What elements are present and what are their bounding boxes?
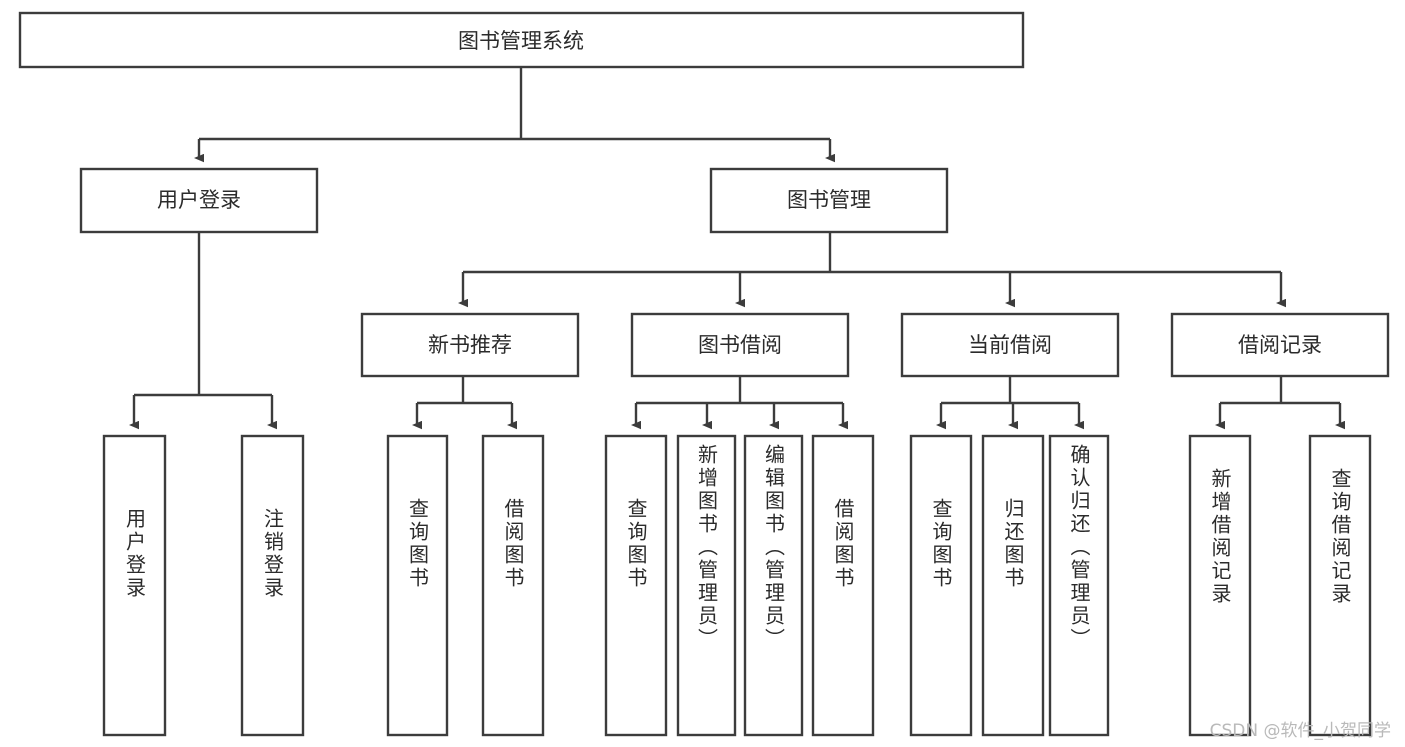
node-leaf-query-book-2-box[interactable] [604,434,668,737]
node-current-borrow[interactable]: 当前借阅 [900,312,1120,378]
node-leaf-add-record-box[interactable] [1188,434,1252,737]
node-leaf-add-book-box[interactable] [676,434,737,737]
leaf-boxes [102,434,1372,737]
node-book-manage-box[interactable] [709,167,949,234]
node-book-borrow[interactable]: 图书借阅 [630,312,850,378]
connectors-current-borrow-to-leaves [936,376,1084,430]
node-new-book-rec[interactable]: 新书推荐 [360,312,580,378]
node-root-label: 图书管理系统 [458,29,584,53]
node-borrow-record-label: 借阅记录 [1238,333,1322,357]
node-user-login-label: 用户登录 [157,188,241,212]
node-current-borrow-label: 当前借阅 [968,333,1052,357]
node-new-book-rec-label: 新书推荐 [428,333,512,357]
node-root[interactable]: 图书管理系统 [18,11,1025,69]
node-book-manage[interactable]: 图书管理 [709,167,949,234]
csdn-watermark: CSDN @软件_小贺同学 [1209,721,1391,741]
node-leaf-confirm-return-box[interactable] [1048,434,1110,737]
node-leaf-user-login-box[interactable] [102,434,167,737]
connectors-book-borrow-to-leaves [631,376,848,430]
node-leaf-return-book-box[interactable] [981,434,1045,737]
node-leaf-edit-book-box[interactable] [743,434,804,737]
connectors-borrow-record-to-leaves [1215,376,1345,430]
node-leaf-borrow-book-2-box[interactable] [811,434,875,737]
node-book-borrow-box[interactable] [630,312,850,378]
node-leaf-user-logout-box[interactable] [240,434,305,737]
node-borrow-record-box[interactable] [1170,312,1390,378]
node-new-book-rec-box[interactable] [360,312,580,378]
node-leaf-query-book-3-box[interactable] [909,434,973,737]
node-borrow-record[interactable]: 借阅记录 [1170,312,1390,378]
node-book-manage-label: 图书管理 [787,188,871,212]
node-leaf-borrow-book-1-box[interactable] [481,434,545,737]
connectors-user-login-to-leaves [129,232,277,430]
connectors-book-manage-to-level2 [458,232,1286,308]
node-root-box[interactable] [18,11,1025,69]
node-book-borrow-label: 图书借阅 [698,333,782,357]
node-leaf-query-record-box[interactable] [1308,434,1372,737]
node-current-borrow-box[interactable] [900,312,1120,378]
node-user-login[interactable]: 用户登录 [79,167,319,234]
node-leaf-query-book-1-box[interactable] [386,434,449,737]
connectors-new-book-rec-to-leaves [412,376,517,430]
node-user-login-box[interactable] [79,167,319,234]
connectors-root-to-level1 [194,67,835,163]
